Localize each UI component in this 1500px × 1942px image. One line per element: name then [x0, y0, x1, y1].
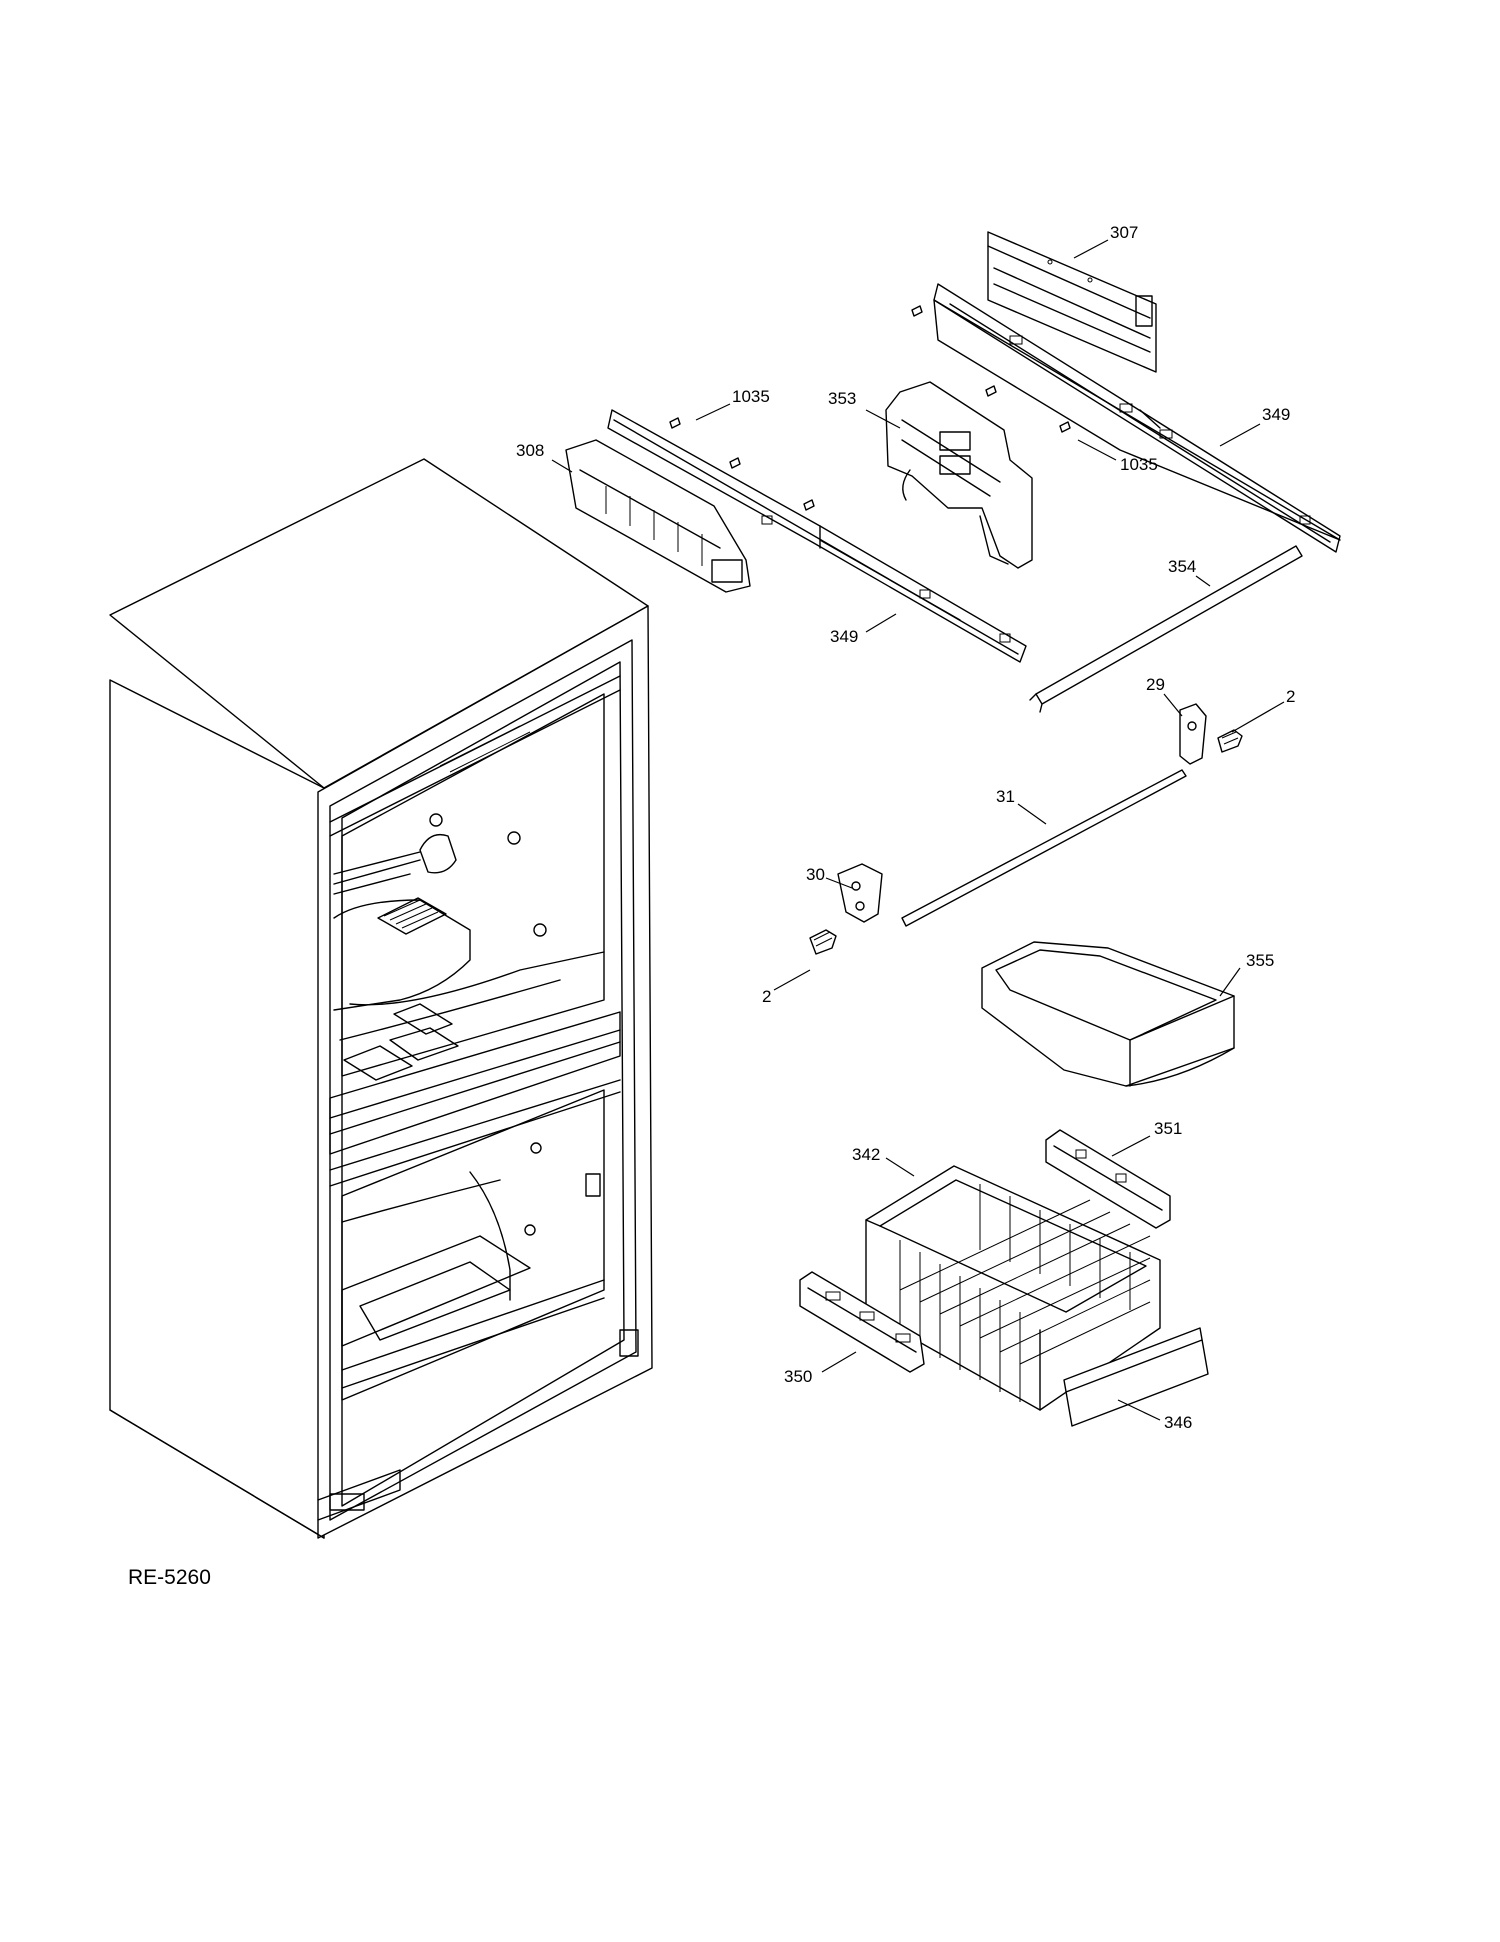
part-349-rail-right [933, 283, 1341, 553]
callout-351: 351 [1154, 1119, 1182, 1138]
part-346-front-panel [1063, 1327, 1209, 1427]
callout-1035-right: 1035 [1120, 455, 1158, 474]
callout-308: 308 [516, 441, 544, 460]
part-2-screw-right [1217, 729, 1243, 753]
callout-2-left: 2 [762, 987, 771, 1006]
screws-1035-right [911, 305, 1071, 433]
part-349-rail-left [607, 409, 1027, 663]
part-307-upper-rail [987, 231, 1157, 373]
callout-30: 30 [806, 865, 825, 884]
refrigerator-cabinet [109, 458, 653, 1539]
part-308-bracket [565, 439, 751, 593]
part-355-bin [981, 941, 1235, 1087]
part-354-cross-rail [1029, 545, 1303, 713]
callout-labels: 307 349 1035 353 1035 308 349 354 29 2 3… [516, 223, 1295, 1432]
callout-350: 350 [784, 1367, 812, 1386]
callout-346: 346 [1164, 1413, 1192, 1432]
callout-307: 307 [1110, 223, 1138, 242]
screws-1035-left [669, 417, 815, 511]
callout-342: 342 [852, 1145, 880, 1164]
part-350-slide [799, 1271, 925, 1373]
part-2-screw-left [809, 929, 837, 955]
diagram-reference-id: RE-5260 [128, 1566, 211, 1589]
leader-lines [551, 239, 1285, 1421]
callout-31: 31 [996, 787, 1015, 806]
part-31-rod [901, 769, 1187, 927]
callout-29: 29 [1146, 675, 1165, 694]
callout-1035-left: 1035 [732, 387, 770, 406]
callout-349-bottom: 349 [830, 627, 858, 646]
part-30-bracket [837, 863, 883, 923]
callout-355: 355 [1246, 951, 1274, 970]
part-351-slide [1045, 1129, 1171, 1229]
callout-349-top: 349 [1262, 405, 1290, 424]
callout-353: 353 [828, 389, 856, 408]
callout-354: 354 [1168, 557, 1196, 576]
part-353-bracket [885, 381, 1033, 569]
part-29-bracket [1179, 703, 1207, 765]
callout-2-right: 2 [1286, 687, 1295, 706]
